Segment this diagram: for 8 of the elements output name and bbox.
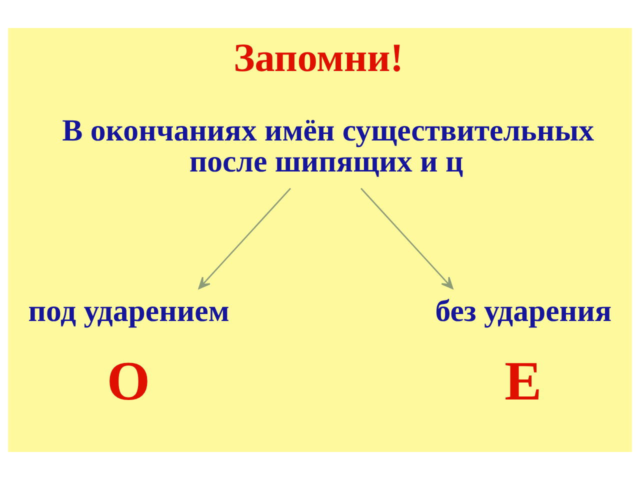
- diagram-title: Запомни!: [234, 34, 404, 80]
- node-label: О: [106, 351, 150, 412]
- arrow: [360, 188, 454, 290]
- node-text: под ударением: [28, 294, 230, 328]
- node-text: В окончаниях имён существительных после шипящих и ц: [62, 114, 594, 178]
- node-label: Е: [504, 351, 542, 412]
- node-text: без ударения: [435, 294, 612, 328]
- arrow: [198, 188, 292, 290]
